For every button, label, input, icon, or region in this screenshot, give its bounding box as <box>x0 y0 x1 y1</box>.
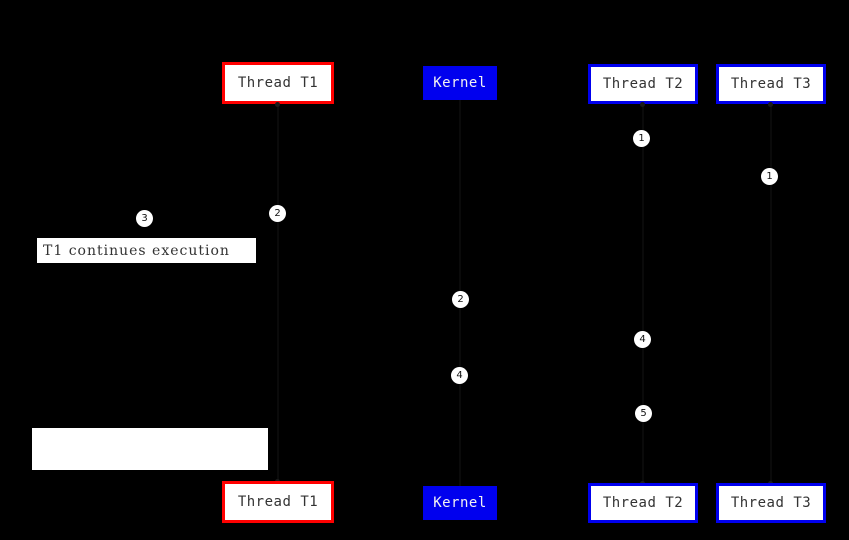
participant-thread-t2-top[interactable]: Thread T2 <box>588 64 698 104</box>
step-badge-1-thread-t2: 1 <box>633 130 650 147</box>
participant-kernel-top[interactable]: Kernel <box>423 66 497 100</box>
step-badge-2-thread-t1: 2 <box>269 205 286 222</box>
participant-label: Kernel <box>433 495 487 511</box>
participant-label: Thread T2 <box>602 495 684 511</box>
participant-label: Thread T1 <box>237 75 319 91</box>
participant-label: Thread T3 <box>730 495 812 511</box>
lifeline-nub-thread-t2-top <box>640 102 645 107</box>
lifeline-thread-t2 <box>642 104 644 483</box>
step-badge-5-thread-t2: 5 <box>635 405 652 422</box>
note-t1-continues-execution: T1 continues execution <box>36 237 257 264</box>
participant-kernel-bottom[interactable]: Kernel <box>423 486 497 520</box>
step-badge-2-kernel: 2 <box>452 291 469 308</box>
lifeline-nub-thread-t1-top <box>275 102 280 107</box>
note-blank-box <box>32 428 268 470</box>
step-badge-4-thread-t2: 4 <box>634 331 651 348</box>
participant-thread-t2-bottom[interactable]: Thread T2 <box>588 483 698 523</box>
participant-thread-t3-bottom[interactable]: Thread T3 <box>716 483 826 523</box>
step-badge-number: 4 <box>456 370 463 381</box>
participant-label: Thread T2 <box>602 76 684 92</box>
step-badge-4-kernel: 4 <box>451 367 468 384</box>
step-badge-number: 5 <box>640 408 647 419</box>
lifeline-thread-t1 <box>277 104 279 481</box>
participant-label: Thread T1 <box>237 494 319 510</box>
step-badge-number: 2 <box>457 294 464 305</box>
participant-label: Kernel <box>433 75 487 91</box>
step-badge-number: 1 <box>766 171 773 182</box>
step-badge-number: 1 <box>638 133 645 144</box>
lifeline-thread-t3 <box>770 104 772 483</box>
participant-thread-t1-top[interactable]: Thread T1 <box>222 62 334 104</box>
note-text: T1 continues execution <box>43 242 230 259</box>
lifeline-nub-thread-t3-top <box>768 102 773 107</box>
step-badge-number: 3 <box>141 213 148 224</box>
step-badge-1-thread-t3: 1 <box>761 168 778 185</box>
participant-label: Thread T3 <box>730 76 812 92</box>
step-badge-3-thread-t1: 3 <box>136 210 153 227</box>
step-badge-number: 4 <box>639 334 646 345</box>
participant-thread-t3-top[interactable]: Thread T3 <box>716 64 826 104</box>
step-badge-number: 2 <box>274 208 281 219</box>
participant-thread-t1-bottom[interactable]: Thread T1 <box>222 481 334 523</box>
